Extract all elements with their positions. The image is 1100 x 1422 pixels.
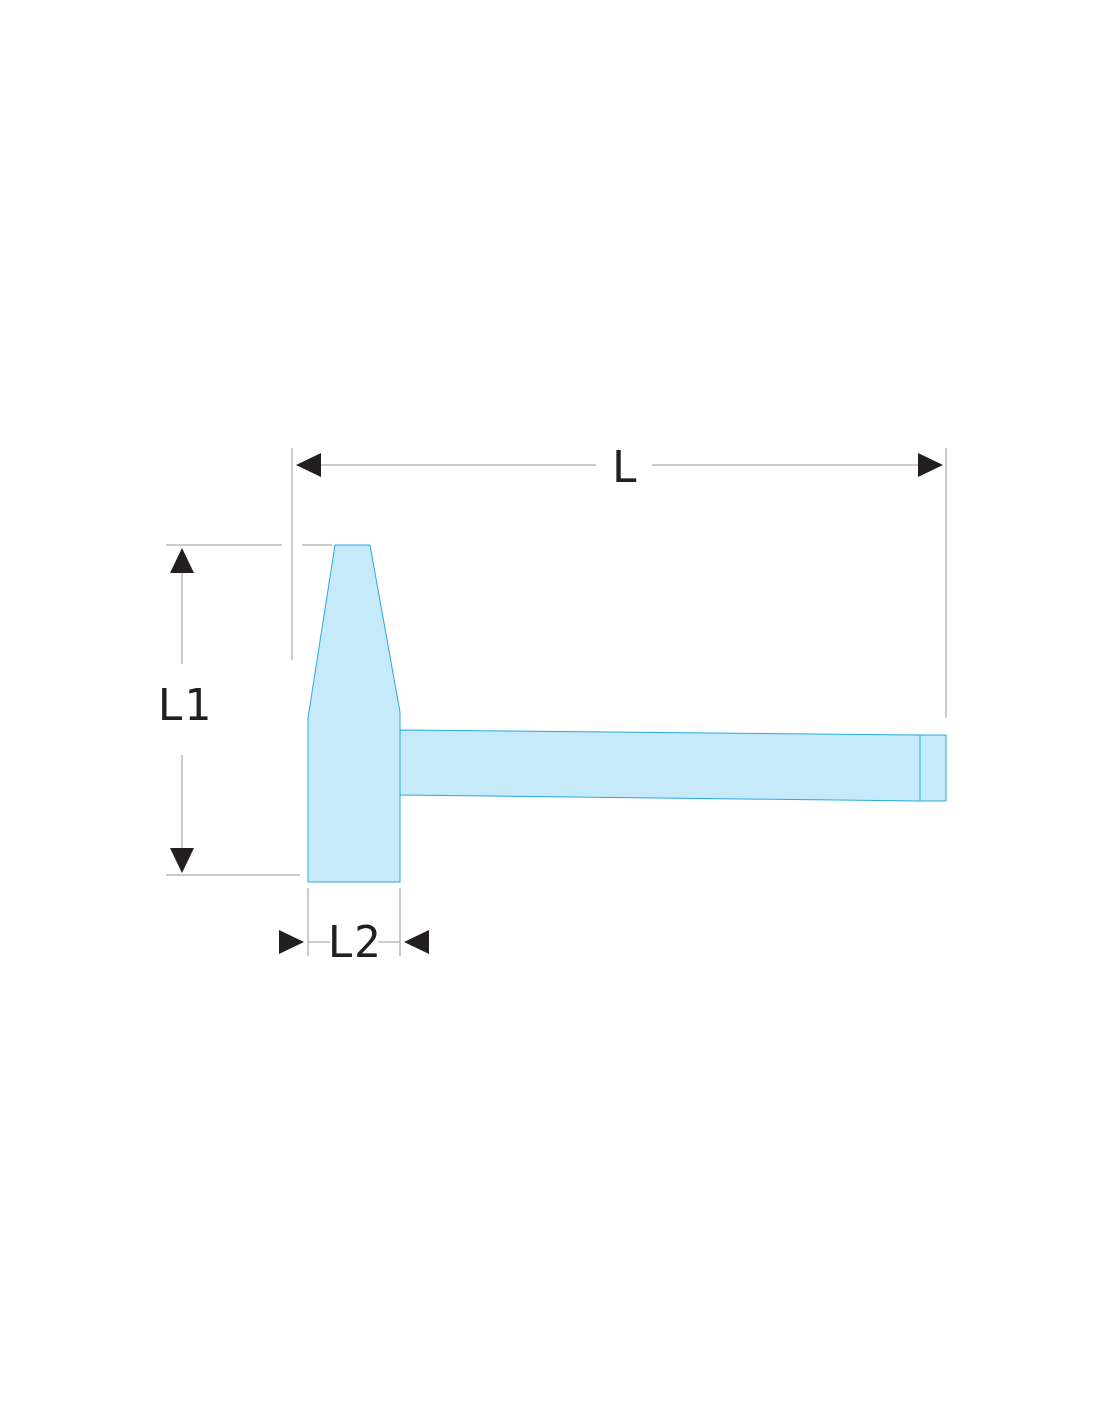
hammer-handle xyxy=(399,729,921,802)
label-head-height: L1 xyxy=(158,680,211,731)
arrow-up-icon xyxy=(170,548,194,573)
hammer xyxy=(307,544,947,883)
arrow-left-icon xyxy=(296,453,321,477)
arrow-right-icon xyxy=(279,930,304,954)
extension-lines xyxy=(166,448,947,956)
arrow-right-icon xyxy=(918,453,943,477)
arrow-down-icon xyxy=(170,848,194,873)
dimension-length: L xyxy=(296,442,943,493)
dimension-head-width: L2 xyxy=(279,917,429,968)
hammer-head xyxy=(307,544,401,883)
arrow-left-icon xyxy=(404,930,429,954)
dimension-head-height: L1 xyxy=(158,548,211,873)
label-head-width: L2 xyxy=(328,917,381,968)
label-length: L xyxy=(612,442,639,493)
hammer-handle-end-cap xyxy=(919,734,947,802)
